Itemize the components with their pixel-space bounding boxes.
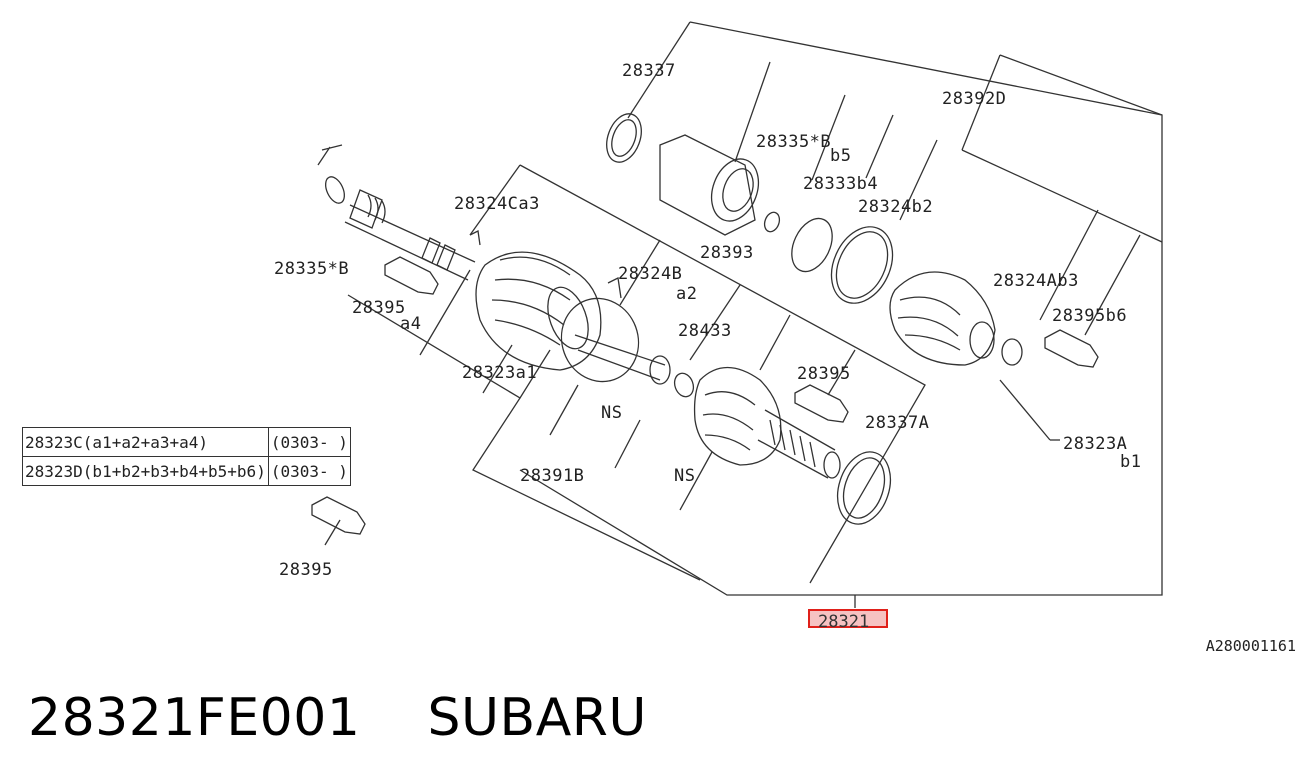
right-boot xyxy=(889,271,1023,366)
label-ns-2: NS xyxy=(674,466,696,486)
table-row: 28323C(a1+a2+a3+a4) (0303- ) xyxy=(22,427,351,457)
ring-28337A xyxy=(836,451,892,525)
table-row: 28323D(b1+b2+b3+b4+b5+b6) (0303- ) xyxy=(22,456,351,486)
label-28391B: 28391B xyxy=(520,466,585,486)
label-28324B: 28324B xyxy=(618,264,683,284)
label-ns-1: NS xyxy=(601,403,623,423)
diagram-code: A280001161 xyxy=(1205,637,1296,655)
label-a2: a2 xyxy=(676,284,698,304)
label-28323a1: 28323a1 xyxy=(462,363,538,383)
label-28321[interactable]: 28321 xyxy=(818,612,870,632)
top-joint xyxy=(606,113,781,236)
label-b1: b1 xyxy=(1120,452,1142,472)
leader-lines xyxy=(324,21,1163,608)
kit-table: 28323C(a1+a2+a3+a4) (0303- ) 28323D(b1+b… xyxy=(22,427,351,486)
footer-title: 28321FE001 SUBARU xyxy=(28,688,647,748)
label-28324Ab3: 28324Ab3 xyxy=(993,271,1079,291)
label-28323A: 28323A xyxy=(1063,434,1128,454)
label-28324b2: 28324b2 xyxy=(858,197,934,217)
label-28392D: 28392D xyxy=(942,89,1007,109)
label-28393: 28393 xyxy=(700,243,754,263)
label-28337: 28337 xyxy=(622,61,676,81)
kit-part-cell: 28323C(a1+a2+a3+a4) xyxy=(22,427,269,457)
part-number: 28321FE001 xyxy=(28,688,361,748)
clamp-28324b2 xyxy=(830,226,894,304)
highlighted-part-box[interactable] xyxy=(808,609,888,628)
clip-28324B xyxy=(607,277,622,299)
label-28335B-left: 28335*B xyxy=(274,259,350,279)
inner-boot xyxy=(475,251,671,385)
label-28335B-b5: 28335*B xyxy=(756,132,832,152)
label-28433: 28433 xyxy=(678,321,732,341)
label-28395-mid: 28395 xyxy=(797,364,851,384)
kit-range-cell: (0303- ) xyxy=(267,456,351,486)
label-28333b4: 28333b4 xyxy=(803,174,879,194)
ring-28333 xyxy=(791,217,833,273)
label-28395-a4: 28395 xyxy=(352,298,406,318)
clip-28324C xyxy=(469,230,481,246)
kit-part-cell: 28323D(b1+b2+b3+b4+b5+b6) xyxy=(22,456,269,486)
label-28324Ca3: 28324Ca3 xyxy=(454,194,540,214)
label-28395b6: 28395b6 xyxy=(1052,306,1128,326)
brand-name: SUBARU xyxy=(427,688,647,748)
label-a4: a4 xyxy=(400,314,422,334)
outer-joint xyxy=(693,367,841,479)
kit-range-cell: (0303- ) xyxy=(267,427,351,457)
label-b5: b5 xyxy=(830,146,852,166)
label-28337A: 28337A xyxy=(865,413,930,433)
grease-caps xyxy=(311,256,1099,535)
label-28395-bottom: 28395 xyxy=(279,560,333,580)
snap-ring-28433 xyxy=(673,372,695,398)
inner-shaft xyxy=(317,144,476,281)
exploded-parts-diagram xyxy=(311,21,1163,608)
